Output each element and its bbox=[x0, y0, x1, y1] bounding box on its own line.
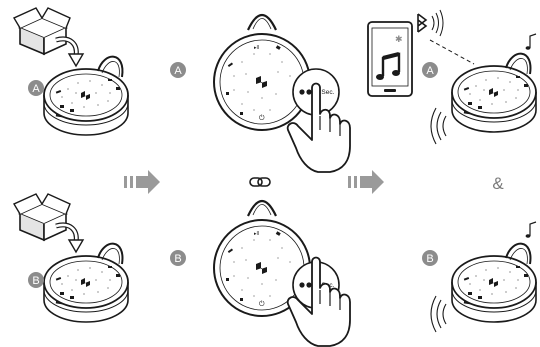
bluetooth-small-icon: ✱ bbox=[395, 34, 403, 44]
step-a-connect: ✱ A bbox=[367, 9, 537, 145]
svg-text:A: A bbox=[174, 65, 182, 77]
speaker-top-view bbox=[212, 13, 312, 132]
sound-wave-icon bbox=[430, 295, 447, 333]
bluetooth-icon bbox=[417, 9, 444, 37]
svg-text:B: B bbox=[174, 253, 181, 265]
step-a-unbox: A bbox=[14, 8, 129, 136]
marker-a: A bbox=[422, 62, 438, 78]
phone-icon: ✱ bbox=[367, 21, 413, 97]
and-symbol: & bbox=[492, 174, 504, 193]
speaker-icon bbox=[451, 242, 537, 323]
music-note-icon bbox=[524, 33, 537, 51]
step-b-unbox: B bbox=[14, 194, 129, 323]
link-icon bbox=[249, 177, 271, 187]
marker-a: A bbox=[28, 80, 44, 96]
marker-a: A bbox=[170, 62, 186, 78]
marker-b: B bbox=[170, 250, 186, 266]
marker-b: B bbox=[422, 250, 438, 266]
svg-text:B: B bbox=[426, 253, 433, 265]
step-arrow-icon bbox=[348, 170, 384, 194]
step-a-press: A 3 Sec. bbox=[170, 13, 351, 173]
step-b-press: B 3 Sec. bbox=[170, 199, 351, 347]
step-b-connect: B bbox=[422, 221, 537, 333]
unbox-icon bbox=[14, 8, 83, 66]
step-arrow-icon bbox=[124, 170, 160, 194]
sound-wave-icon bbox=[430, 107, 447, 145]
press-duration-label: 3 Sec. bbox=[316, 89, 335, 96]
svg-text:B: B bbox=[32, 275, 39, 287]
unbox-icon bbox=[14, 194, 83, 252]
music-note-icon bbox=[376, 52, 401, 80]
svg-text:A: A bbox=[32, 83, 40, 95]
speaker-icon bbox=[451, 52, 537, 133]
speaker-icon bbox=[43, 55, 129, 136]
marker-b: B bbox=[28, 272, 44, 288]
music-note-icon bbox=[524, 221, 537, 239]
connection-line bbox=[429, 39, 475, 65]
speaker-icon bbox=[43, 242, 129, 323]
svg-text:A: A bbox=[426, 65, 434, 77]
